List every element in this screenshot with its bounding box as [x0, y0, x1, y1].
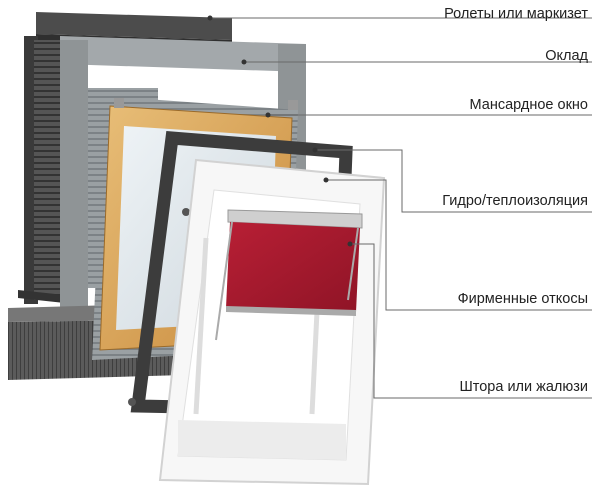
label-lining: Фирменные откосы	[457, 291, 588, 307]
leader-line-4	[326, 179, 592, 311]
leader-line-3	[315, 149, 592, 213]
leader-dot-0	[207, 15, 213, 21]
leader-dot-5	[347, 241, 353, 247]
leader-dot-2	[265, 112, 271, 118]
leader-dot-4	[323, 177, 329, 183]
label-roof-window: Мансардное окно	[469, 97, 588, 113]
label-roller-shutter: Ролеты или маркизет	[444, 6, 588, 22]
leader-dot-3	[312, 147, 318, 153]
label-insulation: Гидро/теплоизоляция	[442, 193, 588, 209]
label-flashing: Оклад	[545, 48, 588, 64]
leader-line-5	[350, 243, 592, 399]
leader-lines	[207, 15, 592, 399]
label-blind: Штора или жалюзи	[459, 379, 588, 395]
lining-part	[158, 158, 386, 486]
blind-part	[215, 209, 363, 341]
leader-dot-1	[241, 59, 247, 65]
